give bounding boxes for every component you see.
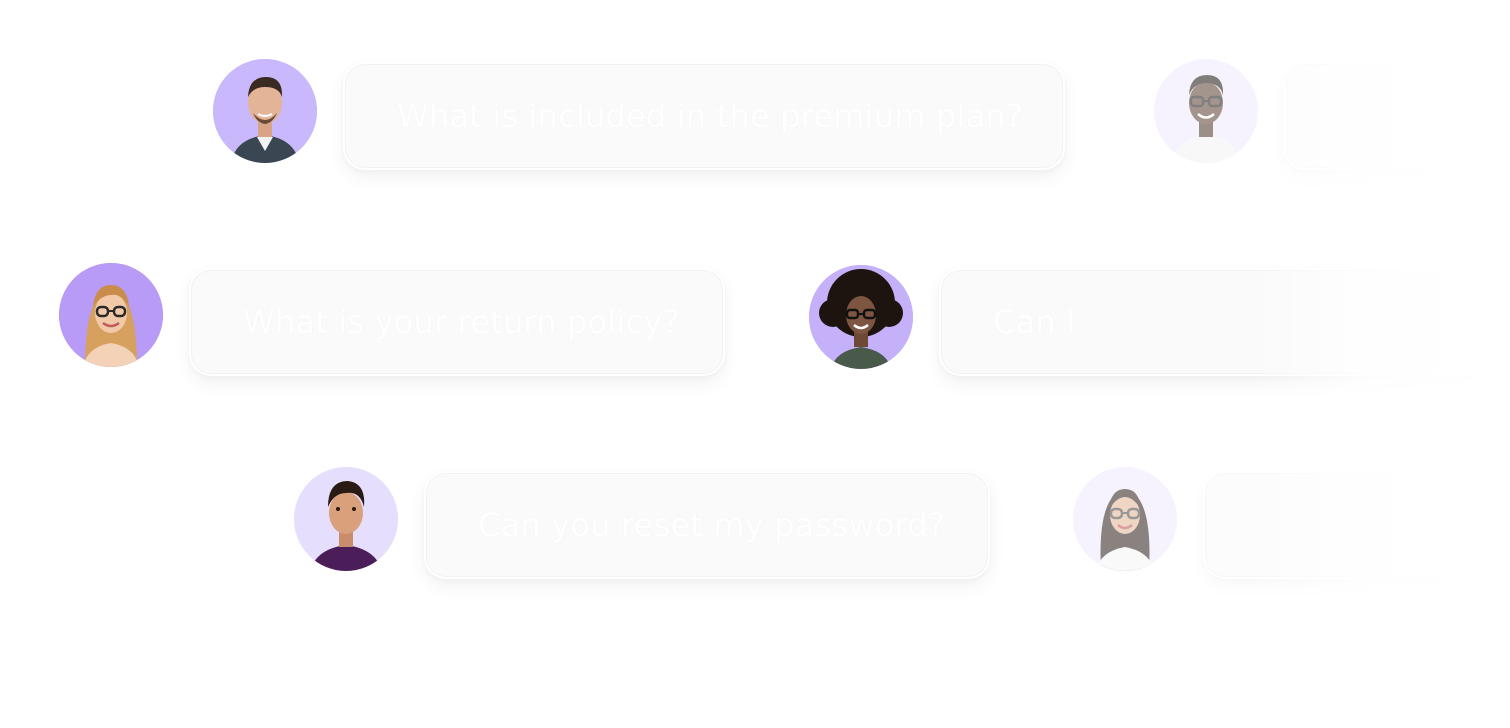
man-smiling-avatar (294, 467, 398, 571)
chat-row-1: What is included in the premium plan? (0, 52, 1510, 192)
woman-long-hair-glasses-avatar (1073, 467, 1177, 571)
man-short-hair-suit-avatar (213, 59, 317, 163)
question-bubble[interactable]: Can you reset my password? (424, 471, 990, 579)
woman-curly-hair-glasses-avatar (809, 265, 913, 369)
question-bubble[interactable]: Can I (939, 268, 1510, 376)
man-glasses-avatar (1154, 59, 1258, 163)
question-text: Can I (993, 303, 1076, 341)
question-text: What is your return policy? (243, 303, 680, 341)
chat-row-2: What is your return policy? Can I (0, 257, 1510, 397)
question-bubble[interactable]: What is your return policy? (189, 268, 725, 376)
question-text: Can you reset my password? (478, 506, 945, 544)
question-bubble[interactable]: What is included in the premium plan? (343, 62, 1065, 170)
chat-row-3: Can you reset my password? (0, 460, 1510, 600)
woman-blonde-glasses-avatar (59, 263, 163, 367)
question-bubble[interactable] (1203, 471, 1510, 579)
question-bubble[interactable] (1284, 62, 1510, 170)
question-text: What is included in the premium plan? (397, 97, 1024, 135)
